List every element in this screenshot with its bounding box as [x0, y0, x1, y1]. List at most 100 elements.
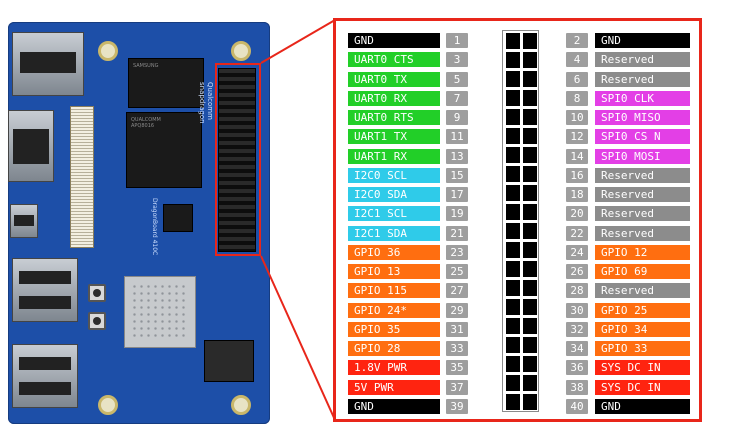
pin-label-right: SPI0 CLK	[595, 91, 690, 106]
pin-number-right: 18	[566, 187, 588, 202]
pin-number-left: 19	[446, 206, 468, 221]
pin-label-left: UART1 TX	[348, 129, 440, 144]
pin-label-left: UART1 RX	[348, 149, 440, 164]
pin-label-left: GND	[348, 399, 440, 414]
header-pin-square	[523, 299, 537, 315]
header-pin-square	[523, 128, 537, 144]
pin-label-left: 1.8V PWR	[348, 360, 440, 375]
memory-chip: SAMSUNG	[128, 58, 204, 108]
pin-number-right: 32	[566, 322, 588, 337]
header-pin-square	[523, 223, 537, 239]
header-pin-square	[523, 356, 537, 372]
pin-label-left: UART0 TX	[348, 72, 440, 87]
pin-label-right: SPI0 CS N	[595, 129, 690, 144]
wifi-module	[124, 276, 196, 348]
pin-number-left: 25	[446, 264, 468, 279]
pin-label-left: I2C0 SDA	[348, 187, 440, 202]
pin-label-left: GPIO 35	[348, 322, 440, 337]
mount-hole	[98, 41, 118, 61]
pin-number-left: 27	[446, 283, 468, 298]
pin-number-left: 15	[446, 168, 468, 183]
pin-label-left: I2C1 SDA	[348, 226, 440, 241]
header-pin-square	[523, 33, 537, 49]
pin-number-right: 38	[566, 380, 588, 395]
pin-label-right: Reserved	[595, 283, 690, 298]
header-pin-square	[523, 52, 537, 68]
header-pin-square	[506, 128, 520, 144]
header-pin-square	[506, 185, 520, 201]
pin-number-left: 21	[446, 226, 468, 241]
pin-label-left: 5V PWR	[348, 380, 440, 395]
header-pin-square	[506, 356, 520, 372]
header-pin-square	[506, 337, 520, 353]
pin-number-left: 11	[446, 129, 468, 144]
header-pin-square	[523, 185, 537, 201]
pin-number-right: 12	[566, 129, 588, 144]
header-pin-square	[506, 223, 520, 239]
header-pin-square	[523, 261, 537, 277]
pin-label-right: GPIO 69	[595, 264, 690, 279]
pin-label-left: GPIO 24*	[348, 303, 440, 318]
volume-button	[88, 312, 106, 330]
low-speed-header	[218, 68, 256, 252]
header-pin-square	[523, 109, 537, 125]
pin-number-left: 5	[446, 72, 468, 87]
pin-label-left: GPIO 28	[348, 341, 440, 356]
pin-label-right: SPI0 MISO	[595, 110, 690, 125]
header-pin-square	[523, 166, 537, 182]
pin-label-right: Reserved	[595, 52, 690, 67]
pin-label-left: I2C1 SCL	[348, 206, 440, 221]
pin-number-right: 24	[566, 245, 588, 260]
pin-label-right: Reserved	[595, 72, 690, 87]
pin-label-right: Reserved	[595, 168, 690, 183]
pin-label-left: GPIO 36	[348, 245, 440, 260]
pin-number-right: 6	[566, 72, 588, 87]
pin-label-right: Reserved	[595, 206, 690, 221]
pin-number-left: 3	[446, 52, 468, 67]
header-pin-square	[523, 242, 537, 258]
header-pin-square	[523, 204, 537, 220]
pin-number-right: 36	[566, 360, 588, 375]
pin-label-right: SPI0 MOSI	[595, 149, 690, 164]
hdmi-port	[8, 110, 54, 182]
pin-number-left: 9	[446, 110, 468, 125]
camera-connector	[204, 340, 254, 382]
pin-label-right: SYS DC IN	[595, 380, 690, 395]
pin-label-left: I2C0 SCL	[348, 168, 440, 183]
pin-header-graphic	[502, 30, 539, 412]
pin-label-right: GPIO 12	[595, 245, 690, 260]
header-pin-square	[506, 318, 520, 334]
pin-number-right: 10	[566, 110, 588, 125]
header-pin-square	[506, 147, 520, 163]
pin-number-left: 33	[446, 341, 468, 356]
header-pin-square	[523, 394, 537, 410]
pin-label-right: GPIO 33	[595, 341, 690, 356]
pin-number-left: 7	[446, 91, 468, 106]
expansion-connector	[70, 106, 94, 248]
header-pin-square	[506, 299, 520, 315]
pin-number-left: 31	[446, 322, 468, 337]
header-pin-square	[506, 261, 520, 277]
pin-label-left: GPIO 13	[348, 264, 440, 279]
pin-label-right: GPIO 34	[595, 322, 690, 337]
usb-port-2	[12, 344, 78, 408]
pin-label-left: UART0 RX	[348, 91, 440, 106]
header-pin-square	[523, 280, 537, 296]
header-callout-box	[215, 63, 261, 256]
pin-label-left: UART0 CTS	[348, 52, 440, 67]
pin-number-right: 26	[566, 264, 588, 279]
mount-hole	[231, 395, 251, 415]
header-pin-square	[506, 166, 520, 182]
pin-number-left: 1	[446, 33, 468, 48]
pin-number-left: 39	[446, 399, 468, 414]
pmic-chip	[163, 204, 193, 232]
header-pin-square	[506, 204, 520, 220]
pin-number-left: 37	[446, 380, 468, 395]
header-pin-square	[506, 52, 520, 68]
header-pin-square	[506, 71, 520, 87]
callout-line-bottom	[260, 255, 336, 421]
pin-number-left: 29	[446, 303, 468, 318]
pin-label-left: UART0 RTS	[348, 110, 440, 125]
